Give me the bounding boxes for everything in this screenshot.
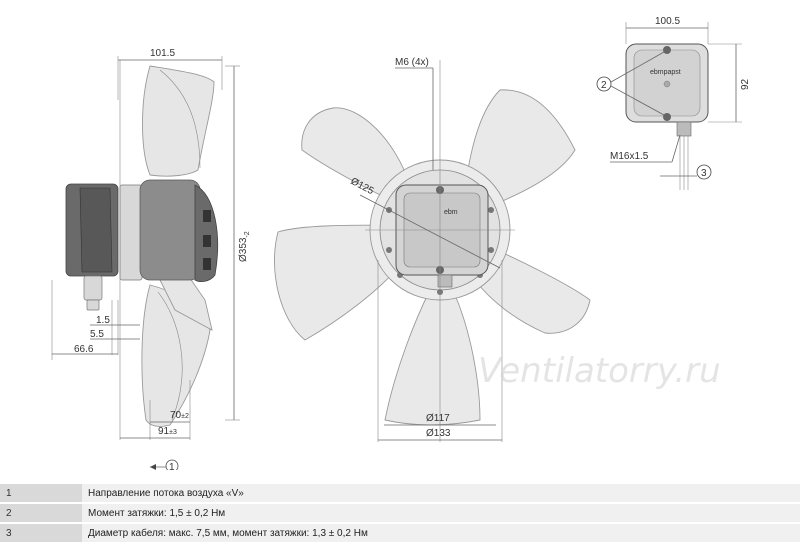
bolt-label: M6 (4x): [395, 57, 429, 68]
legend-num: 2: [0, 503, 82, 524]
blade-bottom: [384, 289, 481, 426]
thread-label: M16x1.5: [610, 151, 649, 162]
legend-table: 1 Направление потока воздуха «V» 2 Момен…: [0, 484, 800, 544]
dim-66-6: 66.6: [74, 344, 94, 355]
dia-117-label: Ø117: [426, 413, 450, 424]
callout-2: [596, 76, 612, 92]
dim-70: 70±2: [170, 410, 189, 421]
dim-91-tol: ±3: [169, 429, 177, 436]
detail-gland: [676, 121, 692, 137]
watermark: Ventilatorry.ru: [478, 351, 721, 391]
detail-brand-mark: ebmpapst: [650, 69, 681, 76]
side-width-label: 101.5: [150, 48, 175, 59]
legend-text: Момент затяжки: 1,5 ± 0,2 Нм: [82, 503, 800, 524]
dia-133-label: Ø133: [426, 428, 451, 439]
box-height-label: 92: [740, 78, 751, 90]
legend-num: 1: [0, 484, 82, 504]
legend-row: 3 Диаметр кабеля: макс. 7,5 мм, момент з…: [0, 523, 800, 544]
diameter-tolerance: -2: [244, 231, 251, 237]
impeller-blades: [274, 89, 591, 426]
diameter-value: Ø353: [238, 237, 249, 262]
legend-text: Направление потока воздуха «V»: [82, 484, 800, 504]
callout-2-label: 2: [601, 80, 607, 91]
blade-right: [474, 244, 591, 334]
box-width-label: 100.5: [655, 16, 680, 27]
legend-row: 1 Направление потока воздуха «V»: [0, 484, 800, 504]
blade-left: [274, 224, 401, 341]
hub: [139, 179, 201, 281]
callout-3-label: 3: [701, 168, 707, 179]
dim-91: 91±3: [158, 426, 177, 437]
hub-front: [194, 184, 219, 282]
legend-text: Диаметр кабеля: макс. 7,5 мм, момент зат…: [82, 523, 800, 544]
cable-gland: [83, 275, 103, 301]
terminal-box-detail: ebmpapst 100.5 92 2 M16x1.5 3: [596, 16, 751, 190]
dim-1-5: 1.5: [96, 315, 110, 326]
side-upper-blade: [142, 65, 215, 177]
blade-top-right: [464, 89, 576, 211]
dim-5-5: 5.5: [90, 329, 104, 340]
dim-70-tol: ±2: [181, 413, 189, 420]
callout-1: [165, 459, 179, 470]
callout-3: [696, 164, 712, 180]
blade-top-left: [301, 107, 411, 206]
side-diameter-label: Ø353-2: [238, 231, 251, 262]
dim-70-value: 70: [170, 410, 182, 421]
front-brand-mark: ebm: [444, 209, 458, 216]
legend-num: 3: [0, 523, 82, 544]
dim-91-value: 91: [158, 426, 170, 437]
front-view: ebm M6 (4x) Ø125 Ø117 Ø133: [274, 57, 591, 442]
detail-screw-bottom: [663, 113, 671, 121]
side-view: 101.5 Ø353-2 1.5 5.5 66.6 70±2 91±3 1: [51, 48, 251, 470]
legend-row: 2 Момент затяжки: 1,5 ± 0,2 Нм: [0, 503, 800, 524]
rotor-body: [119, 184, 143, 281]
technical-drawing: 101.5 Ø353-2 1.5 5.5 66.6 70±2 91±3 1: [51, 16, 751, 470]
callout-1-label: 1: [169, 462, 175, 470]
detail-screw-top: [663, 46, 671, 54]
